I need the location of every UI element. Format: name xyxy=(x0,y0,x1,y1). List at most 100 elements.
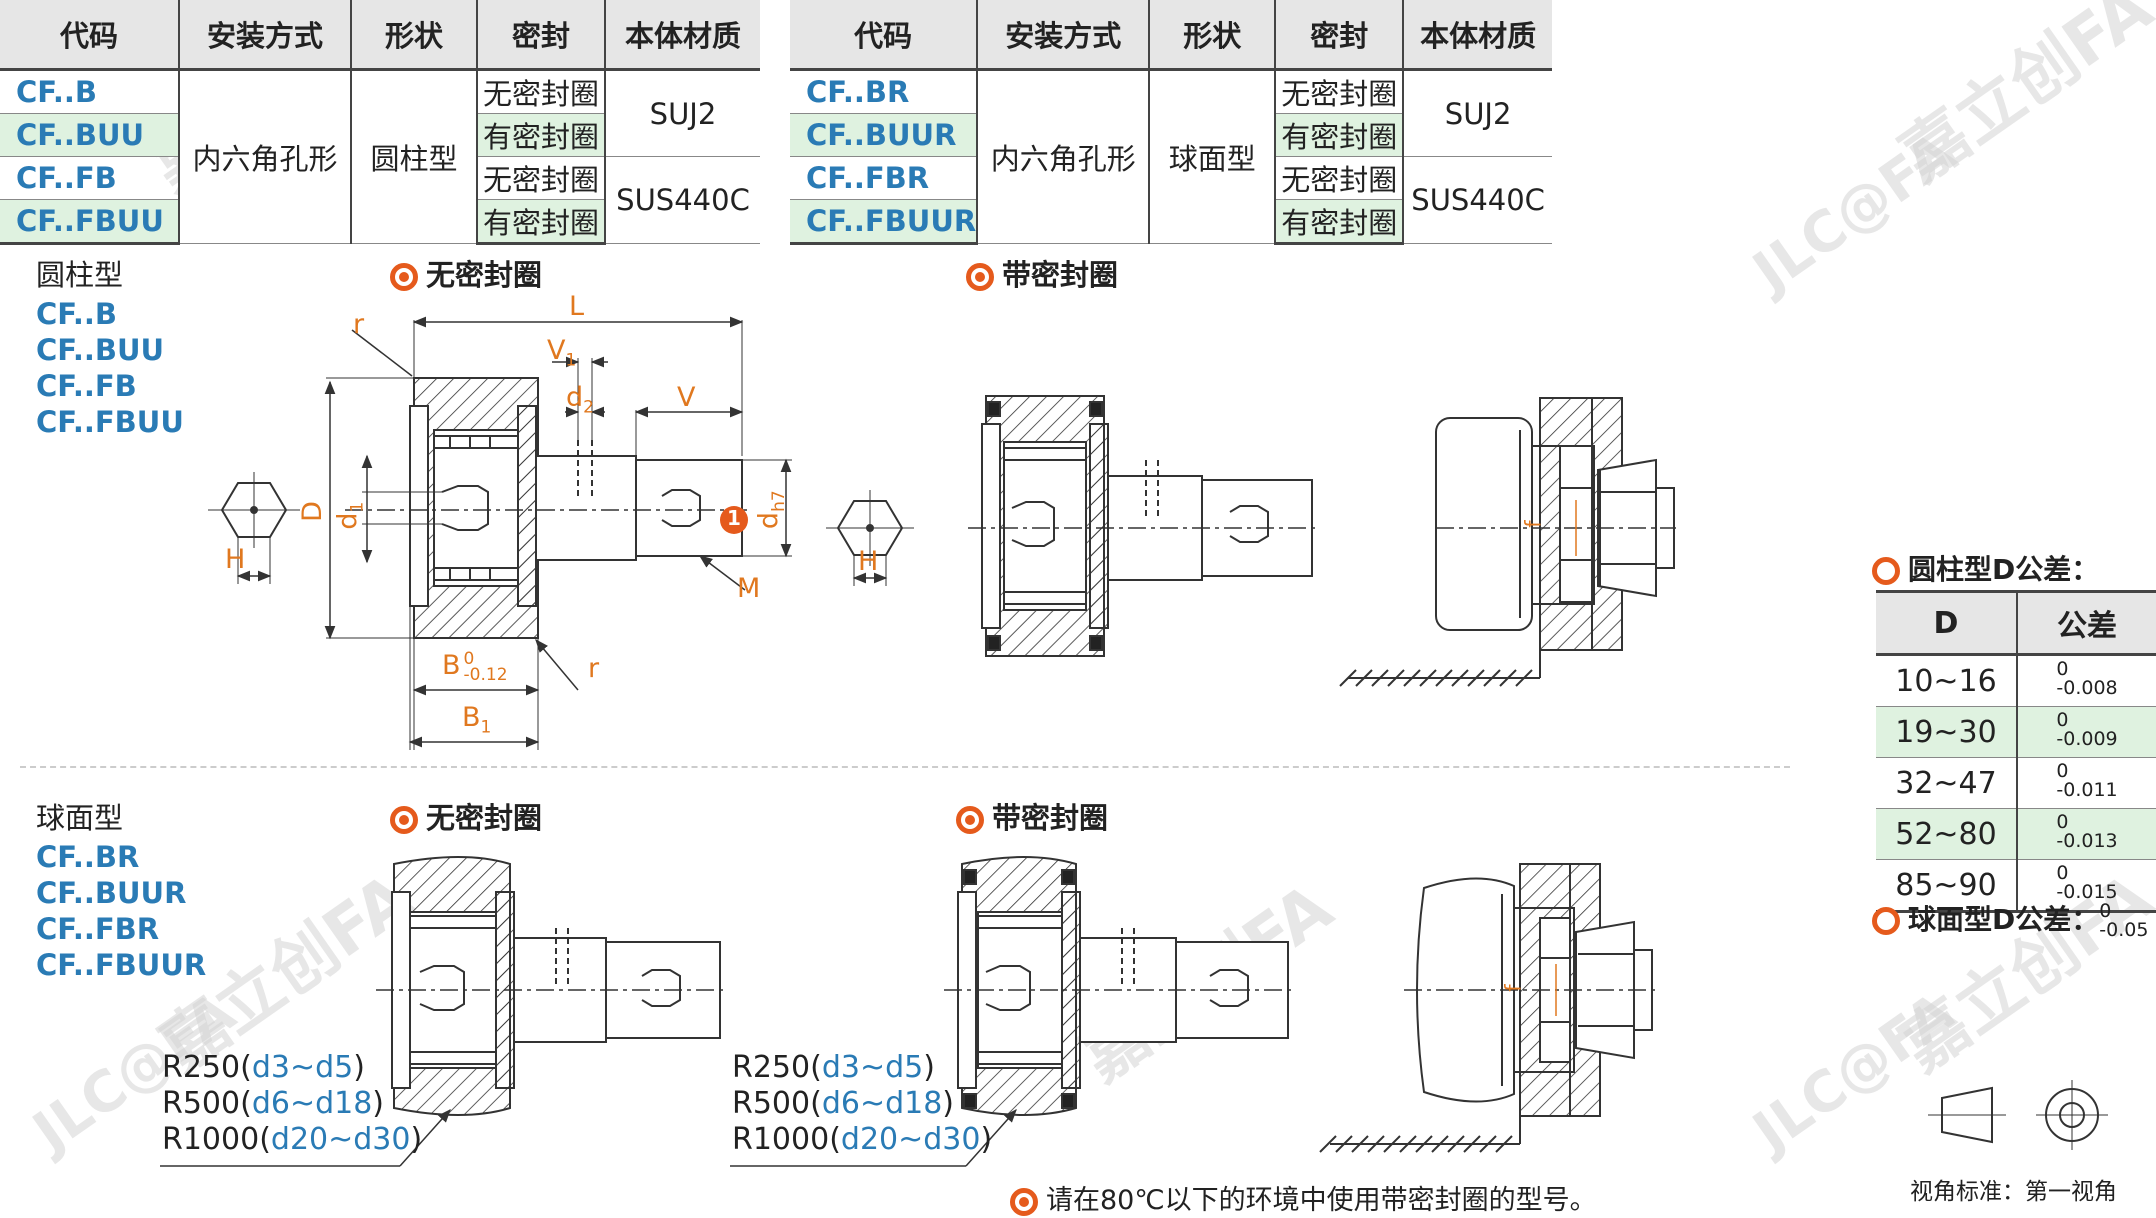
bullet-icon xyxy=(966,263,994,291)
ring-icon xyxy=(1872,557,1900,585)
radius-note: R250(d3~d5) xyxy=(732,1050,935,1085)
callout-number: 1 xyxy=(727,506,741,530)
series-item: CF..BUUR xyxy=(36,876,187,910)
dim-H-2: H xyxy=(858,546,879,577)
dim-f-1: f xyxy=(1521,520,1546,528)
bullet-icon xyxy=(1010,1187,1038,1216)
seal-cell: 无密封圈 xyxy=(1274,156,1404,200)
th-seal: 密封 xyxy=(1274,0,1404,71)
seal-cell: 无密封圈 xyxy=(476,156,605,200)
th-material: 本体材质 xyxy=(604,0,760,71)
dim-D: D xyxy=(296,501,328,522)
sph-mounting-drawing xyxy=(1319,863,1660,1153)
material-cell: SUS440C xyxy=(604,156,760,244)
bullet-icon xyxy=(390,263,418,291)
series-item: CF..BR xyxy=(36,840,140,874)
mount-cell: 内六角孔形 xyxy=(178,69,351,244)
code-cell: CF..BUUR xyxy=(790,113,978,157)
th-mount: 安装方式 xyxy=(178,0,351,71)
th-shape: 形状 xyxy=(350,0,477,71)
section-divider xyxy=(20,766,1790,768)
radius-note: R1000(d20~d30) xyxy=(732,1122,993,1157)
sph-series-title: 球面型 xyxy=(36,801,124,835)
th-mount: 安装方式 xyxy=(976,0,1150,71)
radius-note: R1000(d20~d30) xyxy=(162,1122,423,1157)
cyl-with-seal-drawing xyxy=(826,395,1320,657)
dim-d1: d1 xyxy=(332,501,368,530)
dim-r-bottom: r xyxy=(588,653,600,684)
seal-temperature-note: 请在80℃以下的环境中使用带密封圈的型号。 xyxy=(1010,1178,1597,1217)
tol-range: 32~47 xyxy=(1876,757,2017,809)
tolerance-table: D 公差 10~16 0-0.008 19~30 0-0.009 32~47 0… xyxy=(1876,590,2156,913)
dim-f-2: f xyxy=(1501,984,1526,992)
first-angle-symbol xyxy=(1928,1080,2108,1150)
dim-V1: V1 xyxy=(547,335,577,371)
code-cell: CF..FBR xyxy=(790,156,978,200)
ring-icon xyxy=(1872,907,1900,935)
sph-series: 球面型 CF..BR CF..BUUR CF..FBR CF..FBUUR xyxy=(36,795,206,983)
dim-dh7: dh7 xyxy=(753,490,790,530)
dim-L: L xyxy=(569,291,585,322)
tol-th-tol: 公差 xyxy=(2016,590,2156,656)
code-cell: CF..BUU xyxy=(0,113,179,157)
cyl-series: 圆柱型 CF..B CF..BUU CF..FB CF..FBUU xyxy=(36,252,184,440)
tol-range: 52~80 xyxy=(1876,808,2017,860)
seal-cell: 有密封圈 xyxy=(1274,199,1404,245)
shape-cell: 球面型 xyxy=(1148,69,1276,244)
label-with-seal-sph: 带密封圈 xyxy=(956,795,1108,837)
tol-value: 0-0.011 xyxy=(2016,757,2156,809)
th-code: 代码 xyxy=(790,0,978,71)
cyl-no-seal-drawing xyxy=(208,316,792,750)
th-shape: 形状 xyxy=(1148,0,1276,71)
tol-value: 0-0.013 xyxy=(2016,808,2156,860)
th-code: 代码 xyxy=(0,0,179,71)
code-cell: CF..BR xyxy=(790,69,978,114)
material-cell: SUJ2 xyxy=(1402,69,1552,157)
bullet-icon xyxy=(390,806,418,834)
sph-tolerance: 球面型D公差：0-0.05 xyxy=(1872,898,2148,940)
label-no-seal-sph: 无密封圈 xyxy=(390,795,542,837)
code-cell: CF..B xyxy=(0,69,179,114)
radius-notes-left: R250(d3~d5) R500(d6~d18) R1000(d20~d30) xyxy=(162,1050,422,1158)
cyl-series-title: 圆柱型 xyxy=(36,258,124,292)
cyl-mounting-drawing xyxy=(1339,397,1676,687)
callout-icon xyxy=(720,506,748,534)
dim-d2: d2 xyxy=(566,382,594,418)
label-no-seal-cyl: 无密封圈 xyxy=(390,252,542,294)
spec-table-cylindrical: 代码 安装方式 形状 密封 本体材质 CF..B 内六角孔形 圆柱型 无密封圈 … xyxy=(0,0,760,245)
material-cell: SUS440C xyxy=(1402,156,1552,244)
seal-cell: 无密封圈 xyxy=(476,69,605,114)
material-cell: SUJ2 xyxy=(604,69,760,157)
series-item: CF..FB xyxy=(36,369,137,403)
code-cell: CF..FBUU xyxy=(0,199,179,245)
dim-B1: B1 xyxy=(462,702,492,738)
dim-M: M xyxy=(737,573,761,604)
series-item: CF..B xyxy=(36,297,117,331)
radius-note: R250(d3~d5) xyxy=(162,1050,365,1085)
seal-cell: 无密封圈 xyxy=(1274,69,1404,114)
dim-H-1: H xyxy=(225,544,246,575)
tol-range: 85~90 xyxy=(1876,859,2017,912)
shape-cell: 圆柱型 xyxy=(350,69,477,244)
dim-r-top: r xyxy=(353,309,365,340)
tol-value: 0-0.008 xyxy=(2016,654,2156,707)
series-item: CF..FBUU xyxy=(36,405,184,439)
series-item: CF..BUU xyxy=(36,333,165,367)
tolerance-title: 圆柱型D公差： xyxy=(1872,548,2099,588)
label-with-seal-cyl: 带密封圈 xyxy=(966,252,1118,294)
radius-note: R500(d6~d18) xyxy=(162,1086,385,1121)
tol-range: 19~30 xyxy=(1876,706,2017,758)
spec-table-spherical: 代码 安装方式 形状 密封 本体材质 CF..BR 内六角孔形 球面型 无密封圈… xyxy=(790,0,1552,245)
view-standard: 视角标准：第一视角 xyxy=(1910,1179,2117,1205)
sph-no-seal-drawing xyxy=(160,856,728,1167)
seal-cell: 有密封圈 xyxy=(476,113,605,157)
th-seal: 密封 xyxy=(476,0,605,71)
tol-value: 0-0.015 xyxy=(2016,859,2156,912)
series-item: CF..FBR xyxy=(36,912,160,946)
bullet-icon xyxy=(956,806,984,834)
seal-cell: 有密封圈 xyxy=(476,199,605,245)
series-item: CF..FBUUR xyxy=(36,948,207,982)
tol-value: 0-0.009 xyxy=(2016,706,2156,758)
